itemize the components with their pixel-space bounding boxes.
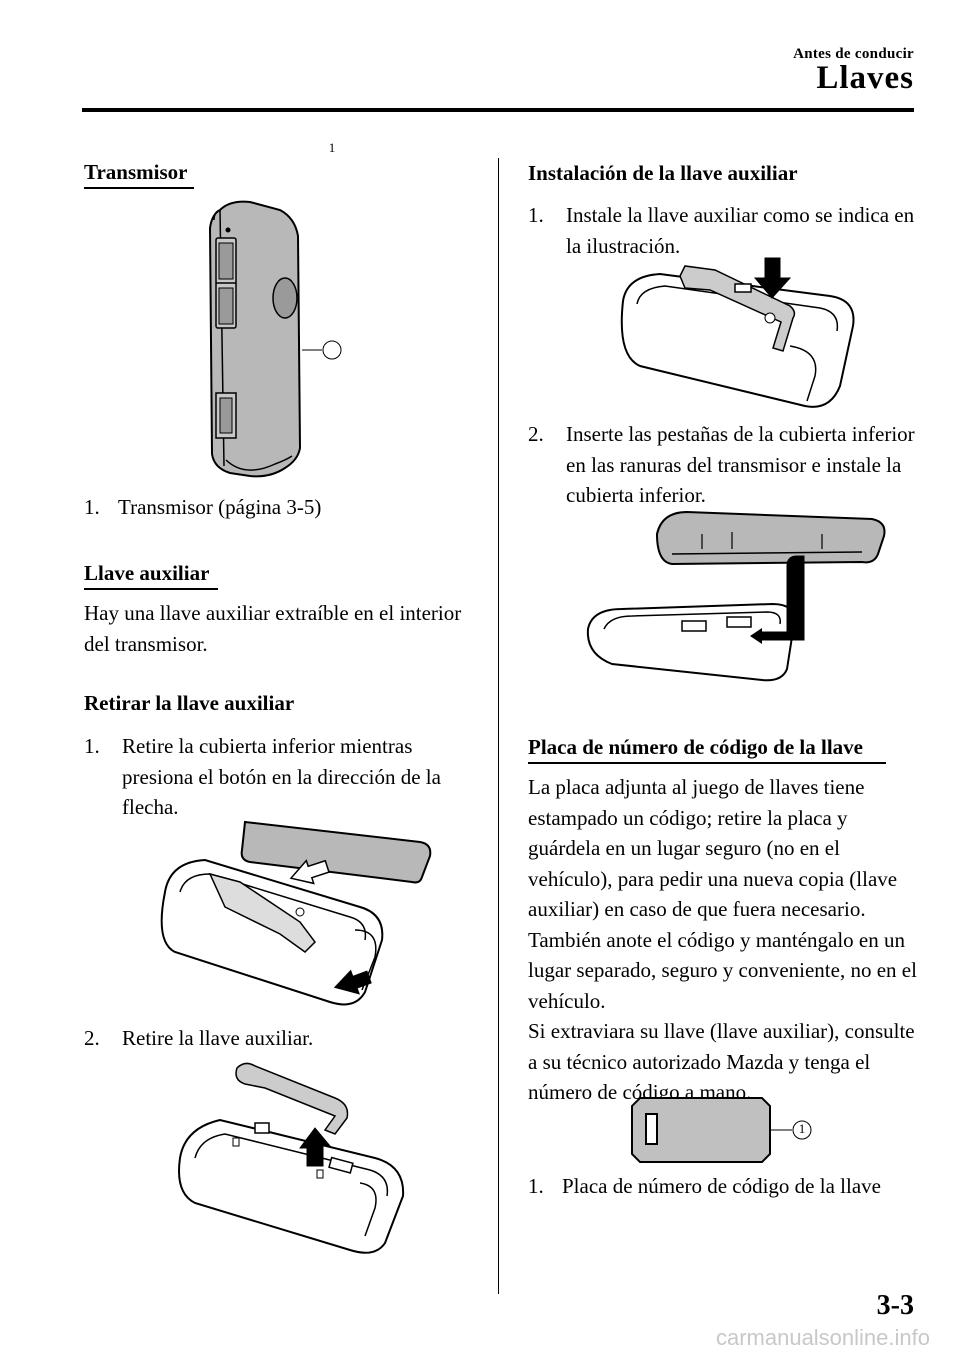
step-number: 1. (528, 203, 544, 227)
chapter-label: Antes de conducir (793, 46, 914, 62)
transmitter-callout: 1 (328, 140, 336, 155)
remove-aux-key-title: Retirar la llave auxiliar (84, 691, 295, 715)
header-rule (82, 108, 914, 112)
code-plate-paragraph: Si extraviara su llave (llave auxiliar),… (528, 1019, 915, 1104)
step-text: Retire la cubierta inferior mientras pre… (122, 734, 441, 819)
section-underline (528, 762, 886, 764)
install-aux-key-title: Instalación de la llave auxiliar (528, 161, 798, 185)
code-plate-illustration (631, 1097, 812, 1163)
step-text: Retire la llave auxiliar. (122, 1026, 314, 1050)
step-text: Inserte las pestañas de la cubierta infe… (566, 422, 915, 507)
code-plate-paragraph: También anote el código y manténgalo en … (528, 927, 917, 1013)
section-title-aux-key: Llave auxiliar (84, 561, 210, 585)
watermark: carmanualsonline.info (715, 1325, 930, 1350)
install-step-2: 2. Inserte las pestañas de la cubierta i… (528, 419, 918, 511)
code-plate-caption-number: 1. (528, 1174, 544, 1198)
transmitter-caption: Transmisor (página 3-5) (118, 495, 322, 519)
aux-key-intro: Hay una llave auxiliar extraíble en el i… (84, 601, 462, 656)
install-cover-illustration (586, 510, 886, 682)
transmitter-illustration (208, 200, 342, 478)
step-number: 2. (84, 1026, 100, 1050)
section-underline (84, 187, 194, 189)
step-number: 1. (84, 734, 100, 758)
page-title: Llaves (816, 60, 914, 96)
install-key-illustration (620, 257, 855, 408)
step-number: 2. (528, 422, 544, 446)
step-text: Instale la llave auxiliar como se indica… (566, 203, 915, 258)
remove-cover-illustration (160, 820, 432, 1006)
install-step-1: 1. Instale la llave auxiliar como se ind… (528, 200, 918, 261)
column-divider (498, 158, 499, 1294)
code-plate-body: La placa adjunta al juego de llaves tien… (528, 772, 920, 1108)
code-plate-callout: 1 (798, 1121, 806, 1136)
transmitter-caption-number: 1. (84, 495, 100, 519)
code-plate-paragraph: La placa adjunta al juego de llaves tien… (528, 775, 898, 921)
remove-step-2: 2. Retire la llave auxiliar. (84, 1023, 479, 1054)
remove-step-1: 1. Retire la cubierta inferior mientras … (84, 731, 479, 823)
section-underline (84, 588, 218, 590)
section-title-transmitter: Transmisor (84, 160, 188, 184)
page-number: 3-3 (876, 1290, 914, 1321)
code-plate-caption: Placa de número de código de la llave (562, 1174, 881, 1198)
section-title-code-plate: Placa de número de código de la llave (528, 735, 864, 759)
remove-key-illustration (178, 1062, 405, 1254)
